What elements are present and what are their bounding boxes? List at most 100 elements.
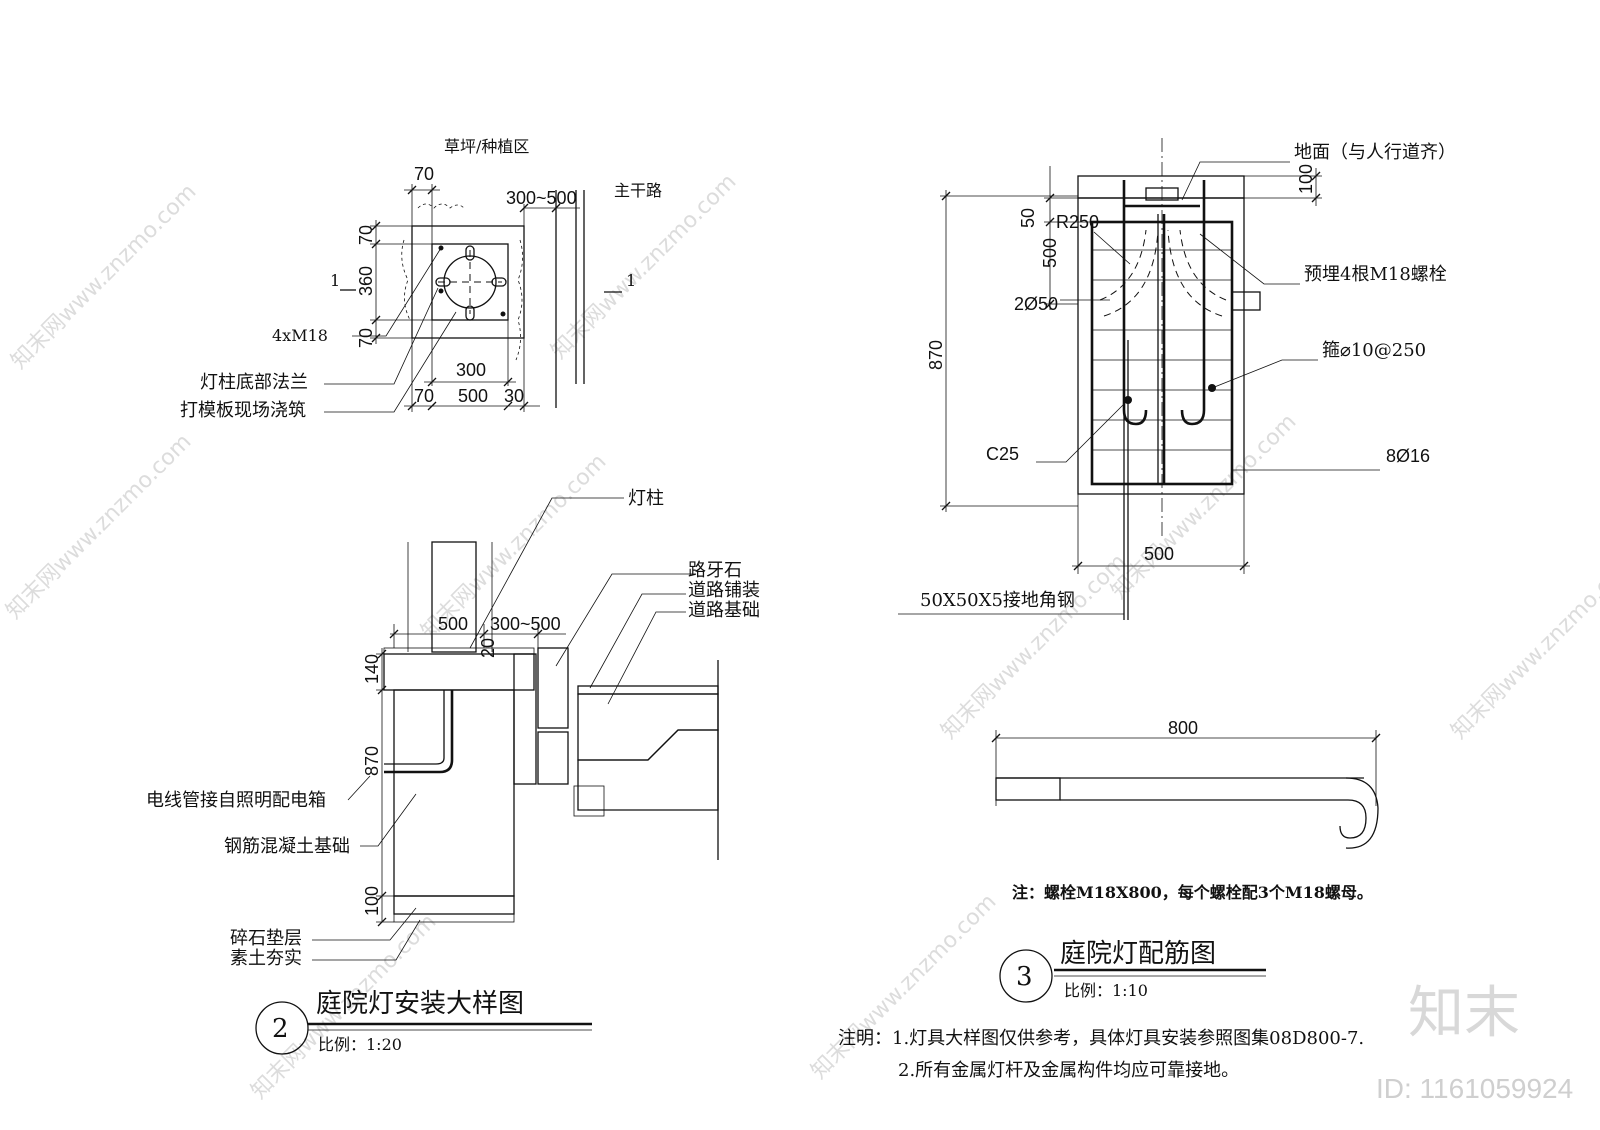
conduit-outlet (1231, 291, 1261, 311)
label-ground: 地面（与人行道齐） (1294, 142, 1456, 163)
bolt-slot (435, 277, 451, 287)
callout-formwork: 打模板现场浇筑 (180, 400, 306, 421)
leader-line (360, 793, 417, 847)
plan-view: 草坪/种植区 主干路 70 (180, 137, 662, 421)
section-mark-left: 1 (330, 271, 340, 290)
label-pole: 灯柱 (628, 488, 664, 509)
note-line-2: 2.所有金属灯杆及金属构件均应可靠接地。 (898, 1060, 1239, 1081)
center-lines (438, 250, 502, 314)
leader-line (324, 311, 457, 413)
bolt-dot (438, 288, 444, 294)
label-bolts: 预埋4根M18螺栓 (1304, 264, 1447, 285)
callout-bolts: 4xM18 (272, 326, 328, 345)
dim-bottom-500: 500 (458, 386, 488, 406)
dim-800: 800 (1168, 718, 1198, 738)
road-base (577, 693, 719, 761)
dim-20: 20 (478, 638, 498, 658)
road-subbase (577, 729, 719, 811)
logo-text: 知末 (1408, 981, 1520, 1046)
bolt-slot (491, 277, 507, 287)
leader-line (1199, 233, 1300, 285)
leader-line (555, 573, 696, 667)
dim-50: 50 (1018, 208, 1038, 228)
dim-300-500: 300~500 (506, 188, 577, 208)
dim-100: 100 (362, 886, 382, 916)
leader-line (312, 907, 417, 941)
gravel-bed (393, 895, 515, 915)
view-scale: 比例：1:20 (318, 1035, 402, 1054)
concrete-foundation (393, 689, 515, 897)
dim-bottom-70: 70 (414, 386, 434, 406)
dim-left-360: 360 (356, 266, 376, 296)
soil-layer (393, 913, 515, 923)
section-mark-right: 1 (626, 271, 636, 290)
grass-texture (401, 239, 411, 321)
leader-line (1211, 359, 1318, 389)
rebar-view: 地面（与人行道齐） R250 2Ø50 预埋4根M18螺栓 箍⌀10@250 C… (898, 138, 1456, 1003)
watermark-text: 知末网www.znzmo.com (937, 549, 1132, 744)
anchor-bolt (1122, 180, 1148, 426)
label-paving: 道路铺装 (688, 580, 760, 601)
title-number: 3 (1016, 962, 1033, 992)
leader-line (1036, 399, 1129, 463)
leader-line (607, 611, 686, 705)
bolt-slot (465, 305, 475, 321)
leader-line (347, 775, 371, 801)
dim-left-70a: 70 (356, 225, 376, 245)
anchor-bolt (1180, 180, 1206, 426)
watermark-text: 知末网www.znzmo.com (807, 889, 1002, 1084)
dim-870: 870 (362, 746, 382, 776)
leader-line (1181, 161, 1290, 201)
conduit (384, 690, 445, 765)
label-curb: 路牙石 (688, 560, 742, 581)
conduit-arc (1099, 229, 1147, 301)
title-number-circle (255, 1001, 309, 1055)
top-slab (383, 653, 535, 691)
conduit-arc (1167, 229, 1223, 317)
view-title: 庭院灯安装大样图 (316, 989, 524, 1019)
grass-texture (515, 239, 523, 361)
ground-slab (1077, 175, 1245, 199)
watermark-text: 知末网www.znzmo.com (2, 429, 197, 624)
title-number: 2 (272, 1014, 289, 1044)
label-8016: 8Ø16 (1386, 446, 1430, 466)
section-view: 灯柱 路牙石 道路铺装 道路基础 500 300~500 20 140 870 … (146, 488, 760, 1055)
dim-500h: 500 (1144, 544, 1174, 564)
bolt-dot (500, 311, 506, 317)
bolt-thread (995, 777, 1061, 801)
general-notes: 注明：1.灯具大样图仅供参考，具体灯具安装参照图集08D800-7. 2.所有金… (838, 1028, 1364, 1081)
dim-870: 870 (926, 340, 946, 370)
leader-line (324, 287, 439, 385)
watermark-text: 知末网www.znzmo.com (1107, 409, 1302, 604)
leader-line (352, 247, 442, 337)
leader-line (312, 919, 421, 961)
id-text: ID: 1161059924 (1376, 1073, 1573, 1104)
bolt-note: 注：螺栓M18X800，每个螺栓配3个M18螺母。 (1012, 883, 1373, 902)
dim-bottom-300: 300 (456, 360, 486, 380)
base-outline (411, 225, 525, 339)
curb-stone (537, 731, 569, 785)
dim-140: 140 (362, 654, 382, 684)
dim-left-70b: 70 (356, 328, 376, 348)
grass-texture (417, 203, 465, 209)
stirrup-cage (1090, 220, 1234, 486)
view-scale: 比例：1:10 (1064, 981, 1148, 1000)
label-conduit: 电线管接自照明配电箱 (146, 790, 326, 811)
label-road-base: 道路基础 (688, 600, 760, 621)
bolt-hook (1060, 799, 1367, 839)
bolt-slot (465, 245, 475, 261)
pole-base (1145, 187, 1179, 201)
label-soil: 素土夯实 (230, 948, 302, 969)
note-line-1: 注明：1.灯具大样图仅供参考，具体灯具安装参照图集08D800-7. (838, 1028, 1364, 1049)
lamp-pole (431, 541, 477, 653)
view-title: 庭院灯配筋图 (1060, 939, 1216, 969)
watermark-text: 知末网www.znzmo.com (7, 179, 202, 374)
dim-100: 100 (1296, 164, 1316, 194)
dim-300-500: 300~500 (490, 614, 561, 634)
leader-line (589, 593, 686, 689)
conduit-arc (1179, 229, 1227, 301)
label-2050: 2Ø50 (1014, 294, 1058, 314)
curb-stone (537, 647, 569, 729)
title-number-circle (999, 949, 1053, 1003)
label-stirrup: 箍⌀10@250 (1322, 340, 1426, 361)
